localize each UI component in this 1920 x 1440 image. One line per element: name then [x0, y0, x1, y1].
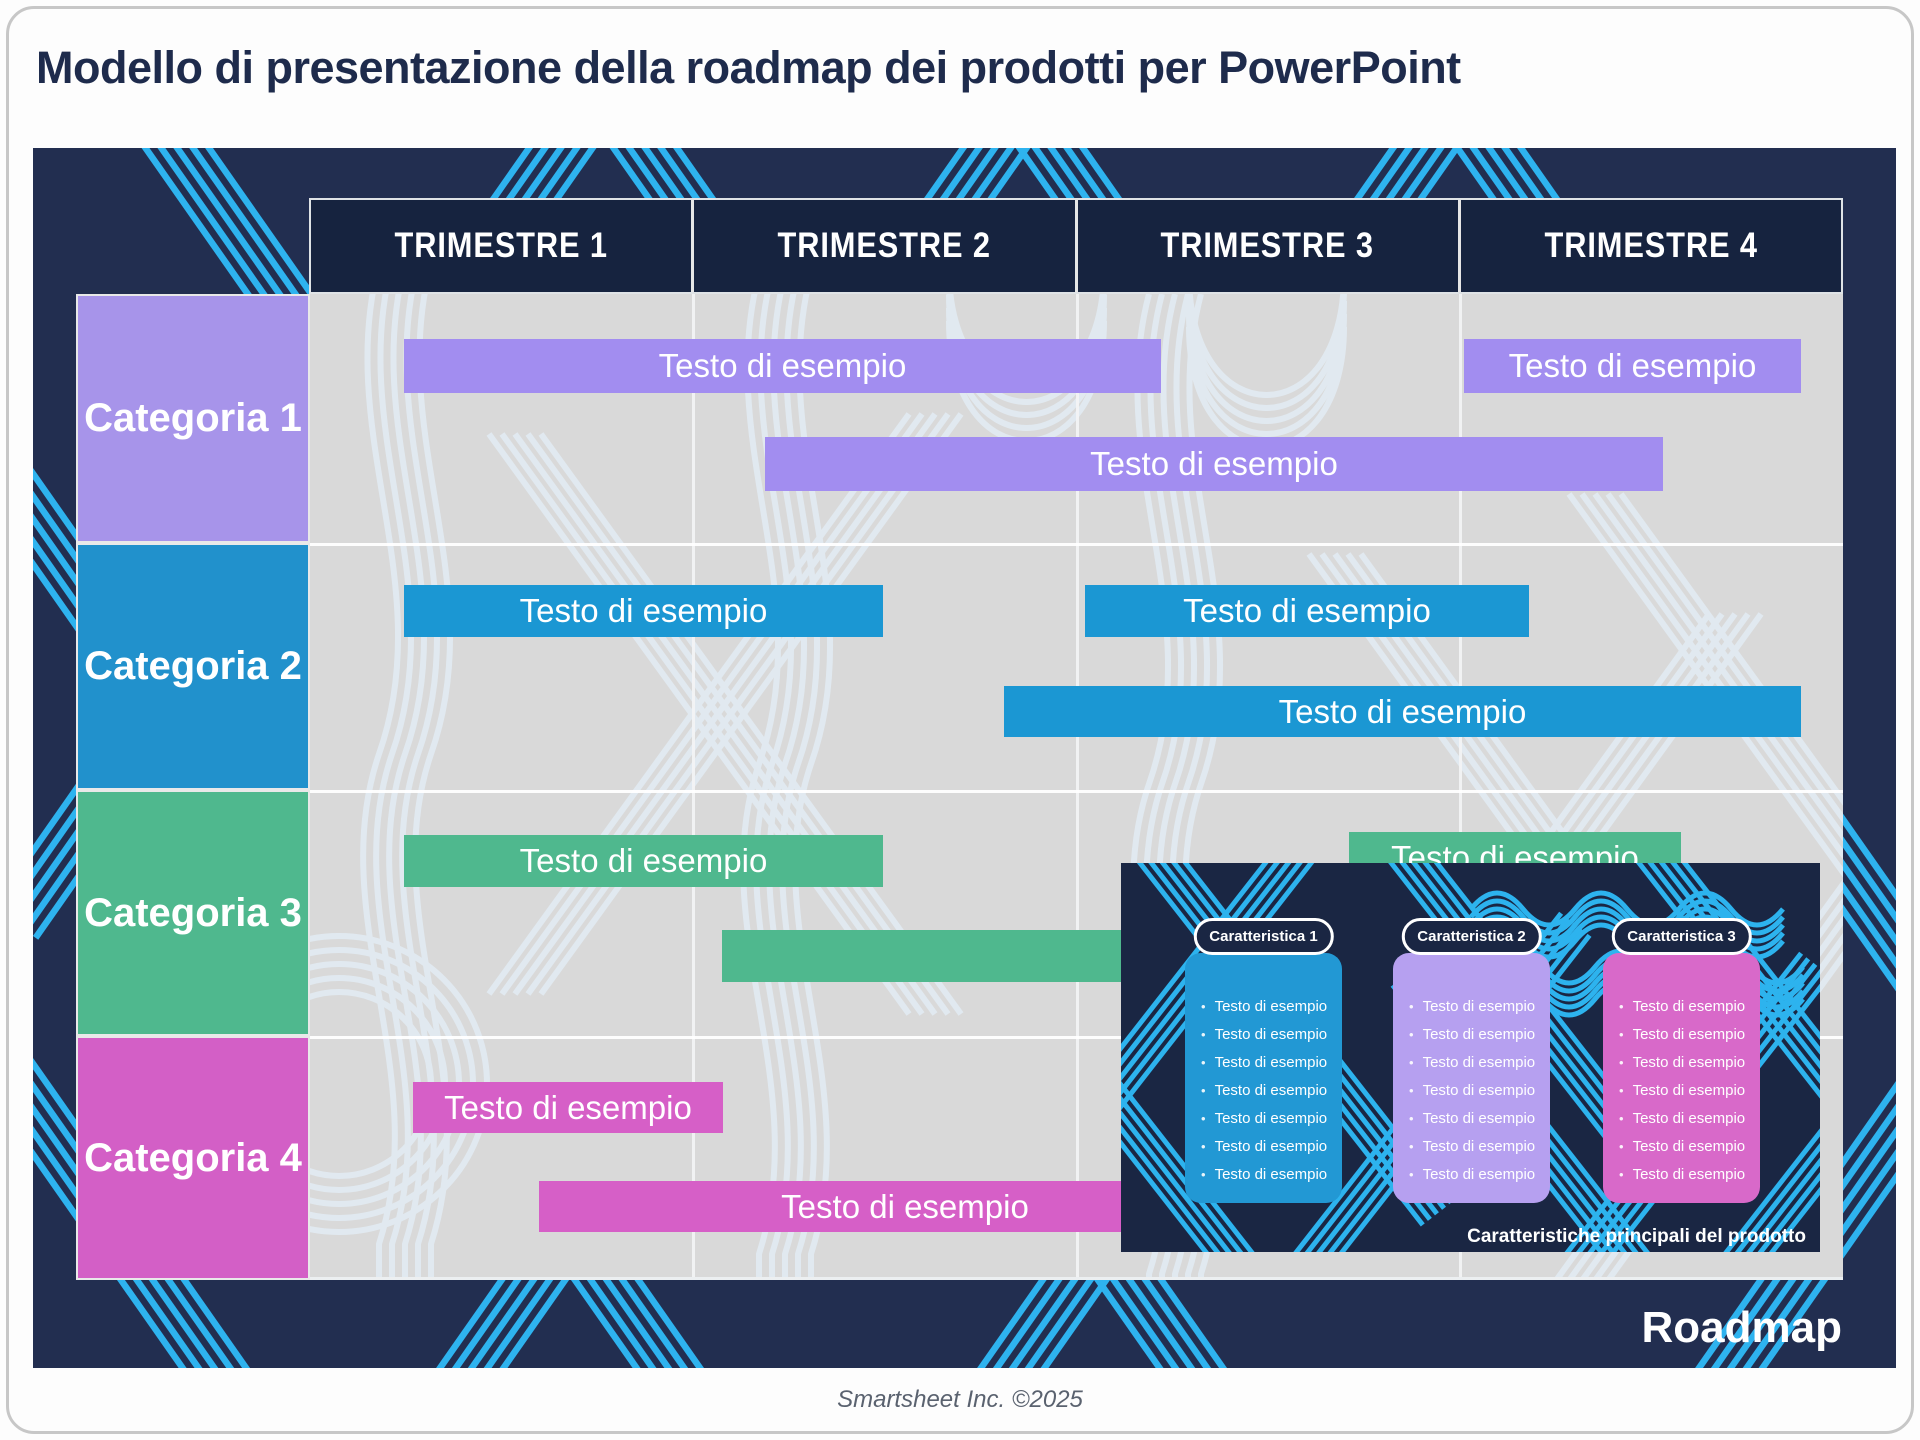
feature-bullet-list: Testo di esempio Testo di esempio Testo … — [1185, 953, 1342, 1189]
feature-card-title: Caratteristica 3 — [1611, 918, 1752, 955]
bullet-item: Testo di esempio — [1619, 1021, 1754, 1049]
bullet-item: Testo di esempio — [1201, 1049, 1336, 1077]
gantt-bar: Testo di esempio — [1085, 585, 1529, 637]
bullet-item: Testo di esempio — [1409, 1161, 1544, 1189]
bullet-item: Testo di esempio — [1201, 1133, 1336, 1161]
gantt-bar: Testo di esempio — [404, 339, 1161, 393]
quarter-label: TRIMESTRE 4 — [1544, 226, 1758, 265]
feature-card-title: Caratteristica 1 — [1193, 918, 1334, 955]
gantt-bar: Testo di esempio — [413, 1082, 723, 1133]
quarter-header-q2: TRIMESTRE 2 — [691, 200, 1074, 292]
grid-row-line — [309, 1036, 1843, 1039]
roadmap-slide: TRIMESTRE 1 TRIMESTRE 2 TRIMESTRE 3 TRIM… — [33, 148, 1896, 1368]
category-cell-4: Categoria 4 — [76, 1036, 310, 1280]
category-cell-2: Categoria 2 — [76, 543, 310, 790]
grid-column-line — [1076, 294, 1079, 1277]
bullet-item: Testo di esempio — [1409, 1077, 1544, 1105]
bullet-item: Testo di esempio — [1409, 1049, 1544, 1077]
quarter-header-q3: TRIMESTRE 3 — [1074, 200, 1458, 292]
grid-column-line — [692, 294, 695, 1277]
feature-card-title: Caratteristica 2 — [1401, 918, 1542, 955]
bullet-item: Testo di esempio — [1201, 1021, 1336, 1049]
feature-panel: Caratteristica 1 Testo di esempio Testo … — [1121, 863, 1820, 1252]
category-cell-1: Categoria 1 — [76, 294, 310, 543]
gantt-bar: Testo di esempio — [765, 437, 1663, 491]
category-cell-3: Categoria 3 — [76, 790, 310, 1036]
bullet-item: Testo di esempio — [1409, 1021, 1544, 1049]
gantt-bar: Testo di esempio — [404, 835, 883, 887]
bullet-item: Testo di esempio — [1409, 1133, 1544, 1161]
footer-credit: Smartsheet Inc. ©2025 — [837, 1386, 1083, 1413]
quarter-header-q1: TRIMESTRE 1 — [311, 200, 691, 292]
quarter-header-q4: TRIMESTRE 4 — [1457, 200, 1841, 292]
bullet-item: Testo di esempio — [1619, 1077, 1754, 1105]
feature-bullet-list: Testo di esempio Testo di esempio Testo … — [1603, 953, 1760, 1189]
quarter-label: TRIMESTRE 2 — [777, 226, 992, 265]
feature-card-2: Caratteristica 2 Testo di esempio Testo … — [1393, 918, 1550, 1203]
bullet-item: Testo di esempio — [1409, 993, 1544, 1021]
bullet-item: Testo di esempio — [1619, 1161, 1754, 1189]
bullet-item: Testo di esempio — [1409, 1105, 1544, 1133]
bullet-item: Testo di esempio — [1201, 1105, 1336, 1133]
feature-bullet-list: Testo di esempio Testo di esempio Testo … — [1393, 953, 1550, 1189]
gantt-bar: Testo di esempio — [1004, 686, 1801, 737]
quarter-label: TRIMESTRE 1 — [394, 226, 608, 265]
bullet-item: Testo di esempio — [1619, 1133, 1754, 1161]
quarter-label: TRIMESTRE 3 — [1160, 226, 1375, 265]
bullet-item: Testo di esempio — [1201, 1077, 1336, 1105]
bullet-item: Testo di esempio — [1201, 1161, 1336, 1189]
quarter-header-row: TRIMESTRE 1 TRIMESTRE 2 TRIMESTRE 3 TRIM… — [309, 198, 1843, 294]
bullet-item: Testo di esempio — [1619, 993, 1754, 1021]
bullet-item: Testo di esempio — [1201, 993, 1336, 1021]
feature-card-3: Caratteristica 3 Testo di esempio Testo … — [1603, 918, 1760, 1203]
roadmap-watermark: Roadmap — [1641, 1303, 1842, 1352]
bullet-item: Testo di esempio — [1619, 1049, 1754, 1077]
gantt-bar: Testo di esempio — [404, 585, 883, 637]
grid-row-line — [309, 790, 1843, 793]
gantt-bar: Testo di esempio — [1464, 339, 1801, 393]
panel-caption: Caratteristiche principali del prodotto — [1467, 1226, 1806, 1247]
grid-row-line — [309, 543, 1843, 546]
feature-card-1: Caratteristica 1 Testo di esempio Testo … — [1185, 918, 1342, 1203]
page-title: Modello di presentazione della roadmap d… — [36, 42, 1461, 93]
grid-column-line — [1459, 294, 1462, 1277]
bullet-item: Testo di esempio — [1619, 1105, 1754, 1133]
